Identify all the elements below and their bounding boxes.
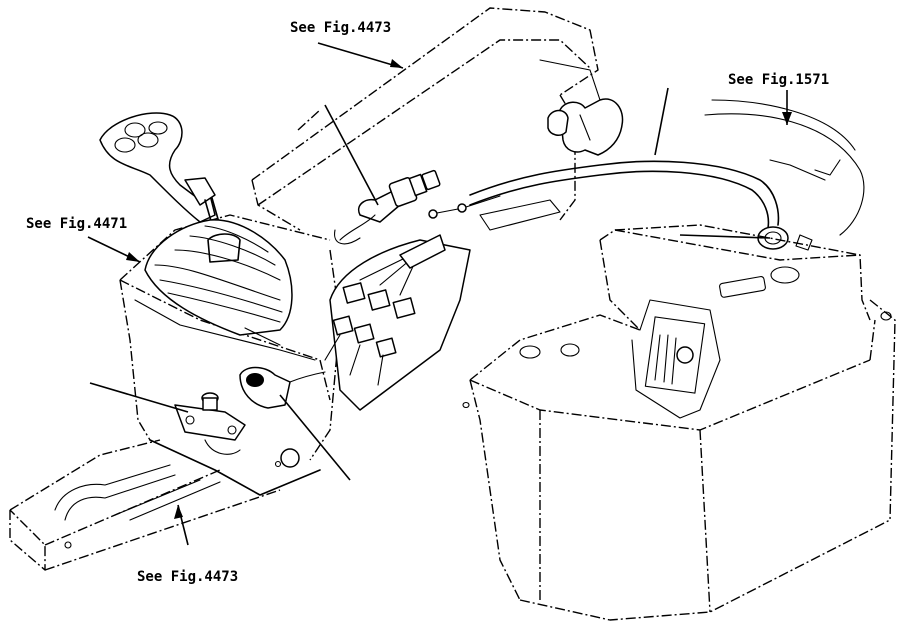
- ref-label-top-center: See Fig.4473: [290, 20, 391, 36]
- connector-plug: [334, 169, 501, 245]
- grommet: [757, 226, 813, 251]
- lever-rail: [9, 439, 300, 571]
- shift-lever: [99, 112, 223, 236]
- ref-label-bottom: See Fig.4473: [137, 569, 238, 585]
- right-harness: [704, 99, 865, 236]
- switch-bracket: [174, 392, 246, 455]
- clamp-knob: [547, 98, 624, 156]
- wiring-harness: [324, 234, 471, 411]
- right-console: [462, 224, 896, 621]
- rubber-boot: [144, 219, 293, 346]
- ref-label-left: See Fig.4471: [26, 216, 127, 232]
- ref-label-top-right: See Fig.1571: [728, 72, 829, 88]
- sensor-unit: [239, 366, 326, 409]
- left-control-console: [119, 214, 341, 496]
- reference-labels: See Fig.4473 See Fig.1571 See Fig.4471 S…: [26, 20, 829, 585]
- leader-lines: [87, 42, 792, 546]
- main-cable: [469, 160, 780, 231]
